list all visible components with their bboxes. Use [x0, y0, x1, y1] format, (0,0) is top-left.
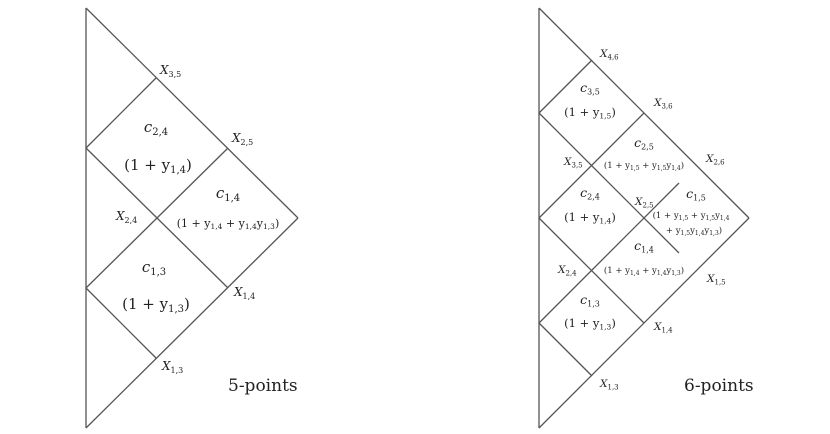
- edge: [538, 322, 593, 377]
- panel-6-points: X4,6 X3,6 X3,5 X2,6 X2,5 X2,4 X1,5 X1,4 …: [538, 7, 754, 429]
- cell-coefficient: c1,4: [634, 238, 654, 255]
- cell-coefficient: c2,4: [144, 118, 168, 138]
- point-label: X1,3: [599, 378, 619, 392]
- edge: [85, 7, 299, 219]
- cell-factor: (1 + y1,3): [564, 316, 616, 332]
- cell-coefficient: c3,5: [580, 80, 600, 97]
- point-label: X2,6: [705, 153, 725, 167]
- edge: [85, 147, 229, 289]
- edge: [85, 217, 299, 429]
- cell-factor: (1 + y1,5 + y1,5y1,4): [604, 160, 684, 172]
- edge: [85, 287, 157, 359]
- panel-caption: 6-points: [684, 376, 754, 396]
- point-label: X2,4: [557, 264, 577, 278]
- point-label: X4,6: [599, 48, 619, 62]
- cell-coefficient: c2,5: [634, 135, 654, 152]
- point-label: X2,4: [115, 209, 137, 225]
- cell-factor: (1 + y1,4): [564, 210, 616, 226]
- panel-5-points: X3,5 X2,5 X2,4 X1,4 X1,3 c2,4 (1 + y1,4)…: [85, 7, 299, 429]
- point-label: X1,4: [233, 285, 255, 301]
- edge: [538, 59, 593, 114]
- edge: [538, 112, 645, 219]
- cell-factor: (1 + y1,4 + y1,4y1,3): [604, 265, 684, 277]
- point-label: X2,5: [634, 196, 654, 210]
- edge: [538, 112, 680, 254]
- cell-coefficient: c1,3: [580, 292, 600, 309]
- cell-factor: (1 + y1,3): [122, 295, 190, 315]
- point-label: X1,3: [161, 359, 183, 375]
- point-label: X3,6: [653, 97, 673, 111]
- cell-factor: (1 + y1,4): [124, 156, 192, 176]
- cell-factor: (1 + y1,5 + y1,5y1,4: [653, 210, 730, 222]
- point-label: X1,5: [706, 273, 726, 287]
- edge: [538, 182, 680, 324]
- edge: [85, 77, 157, 149]
- cell-coefficient: c1,3: [142, 258, 166, 278]
- cell-factor: (1 + y1,4 + y1,4y1,3): [177, 217, 279, 231]
- cell-coefficient: c2,4: [580, 185, 600, 202]
- cell-factor: (1 + y1,5): [564, 105, 616, 121]
- cell-coefficient: c1,4: [216, 184, 240, 204]
- point-label: X3,5: [563, 156, 583, 170]
- point-label: X1,4: [653, 321, 673, 335]
- point-label: X2,5: [231, 131, 253, 147]
- cell-coefficient: c1,5: [686, 186, 706, 203]
- cell-factor-continued: + y1,5y1,4y1,3): [666, 225, 722, 237]
- point-label: X3,5: [159, 63, 181, 79]
- panel-caption: 5-points: [228, 376, 298, 396]
